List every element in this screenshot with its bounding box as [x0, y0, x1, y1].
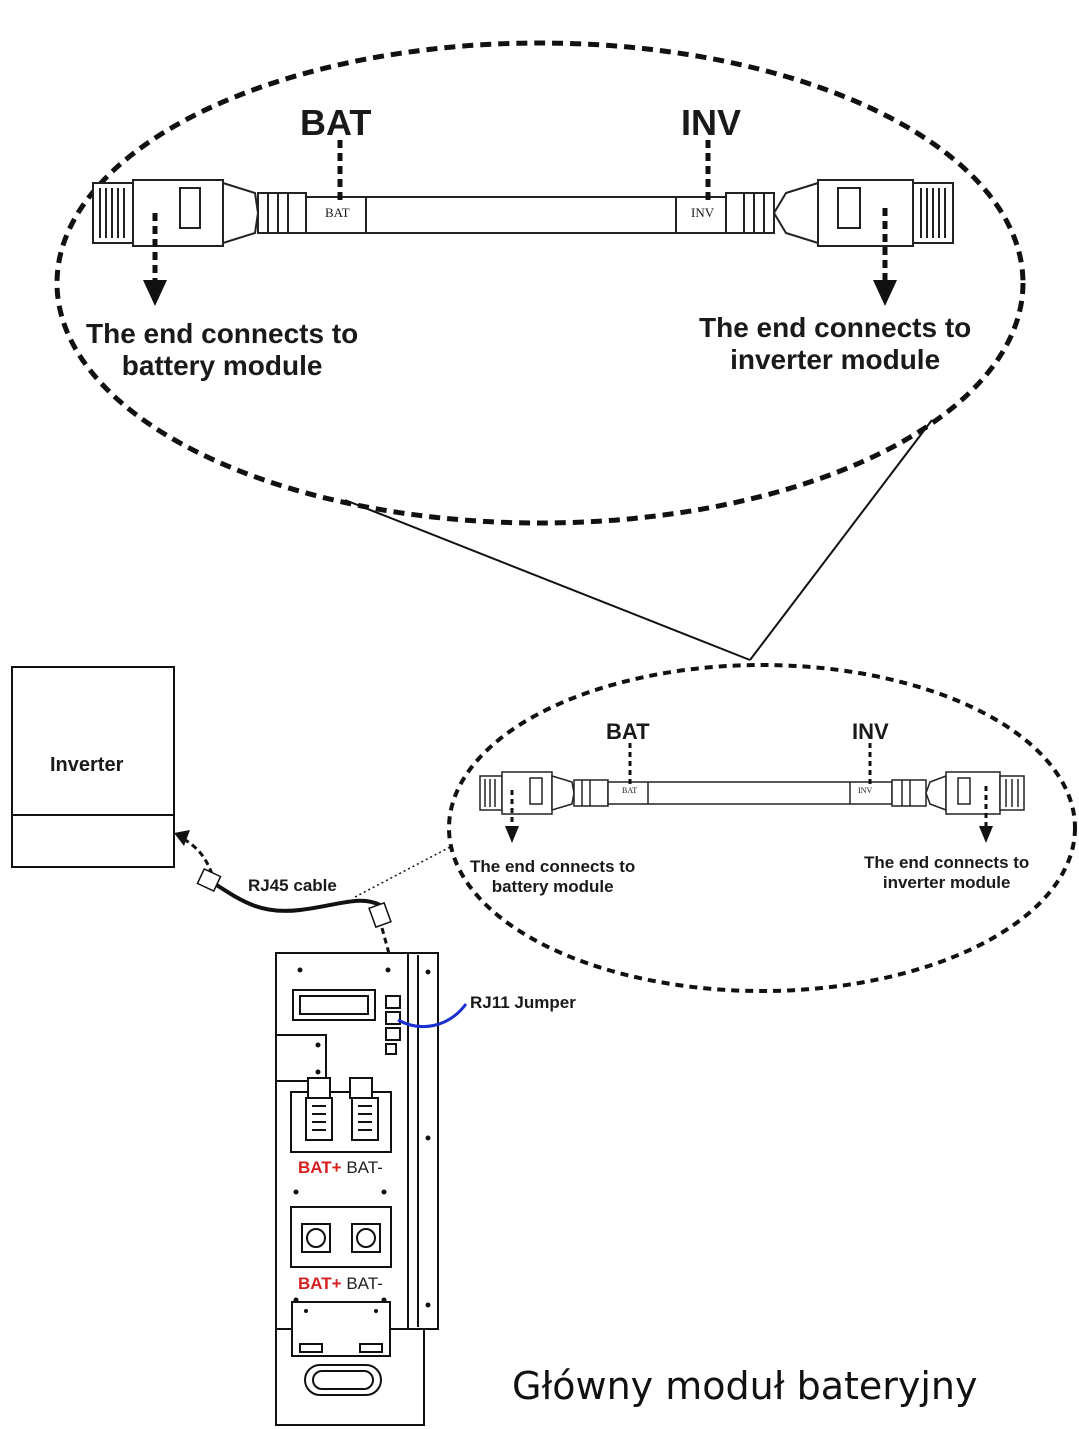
lower-bat-plus: BAT+ [298, 1274, 342, 1293]
small-battery-end-note: The end connects to battery module [470, 857, 635, 896]
upper-terminal-labels: BAT+ BAT- [298, 1158, 383, 1178]
small-cable-print-inv: INV [858, 786, 873, 795]
zoom-ellipse-large [54, 40, 1026, 526]
rj45-arrow-inverter [174, 830, 190, 846]
rj11-jumper-label: RJ11 Jumper [470, 993, 576, 1012]
callout-dotted [354, 845, 453, 898]
small-inverter-end-note: The end connects to inverter module [864, 853, 1029, 892]
inverter-box [11, 666, 175, 868]
small-arrow-inverter [979, 826, 993, 843]
small-inv-tag: INV [852, 719, 889, 744]
rj11-jumper-wire [397, 1003, 468, 1028]
large-bat-tag: BAT [300, 102, 372, 143]
callout-line-right [749, 419, 933, 661]
rj45-plug-left [196, 867, 222, 893]
figure-caption: Główny moduł bateryjny [512, 1364, 978, 1408]
large-battery-end-note: The end connects to battery module [86, 318, 358, 382]
battery-screws [293, 967, 431, 1313]
rj45-cable-label: RJ45 cable [248, 876, 337, 895]
rj45-cable-small [479, 771, 1025, 815]
rj45-plug-right [368, 901, 392, 929]
large-arrow-inverter [873, 280, 897, 306]
small-inverter-end-line2: inverter module [882, 872, 1011, 892]
zoom-ellipse-small [447, 663, 1077, 993]
small-pointers [510, 743, 988, 828]
upper-bat-minus: BAT- [346, 1158, 383, 1177]
large-pointers [152, 140, 888, 282]
small-battery-end-line1: The end connects to [470, 857, 636, 876]
small-battery-end-line2: battery module [491, 876, 614, 896]
lower-bat-minus: BAT- [346, 1274, 383, 1293]
small-cable-print-bat: BAT [622, 786, 638, 795]
large-cable-print-inv: INV [691, 205, 715, 220]
battery-module [275, 952, 439, 1426]
large-battery-end-line1: The end connects to [86, 318, 359, 349]
upper-bat-plus: BAT+ [298, 1158, 342, 1177]
inverter-label: Inverter [50, 754, 124, 776]
small-bat-tag: BAT [606, 719, 650, 744]
large-battery-end-line2: battery module [121, 350, 323, 382]
callout-line-left [344, 499, 751, 661]
large-inverter-end-line1: The end connects to [699, 312, 972, 343]
large-inverter-end-line2: inverter module [730, 344, 941, 376]
small-inverter-end-line1: The end connects to [864, 853, 1030, 872]
large-cable-print-bat: BAT [325, 205, 350, 220]
small-arrow-battery [505, 826, 519, 843]
rj45-dashed-to-inverter [179, 835, 214, 875]
large-arrow-battery [143, 280, 167, 306]
rj45-cable-large [92, 179, 954, 247]
lower-terminal-labels: BAT+ BAT- [298, 1274, 383, 1294]
large-inv-tag: INV [681, 102, 742, 143]
large-inverter-end-note: The end connects to inverter module [699, 312, 971, 376]
rj45-cable-wire [210, 880, 381, 913]
